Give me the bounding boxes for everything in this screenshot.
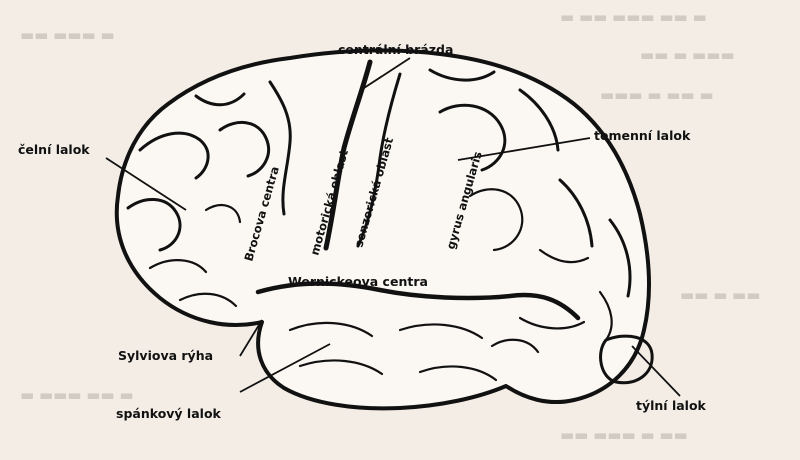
leader-lines [105,57,681,397]
parietal-gyri [356,68,632,342]
frontal-gyri [126,80,292,308]
central-sulcus [323,59,373,251]
label-occipital-lobe: týlní lalok [636,398,707,413]
label-temporal-lobe: spánkový lalok [116,406,222,421]
svg-text:▬▬ ▬▬▬ ▬: ▬▬ ▬▬▬ ▬ [20,26,115,44]
sylvian-fissure [255,281,581,321]
cerebrum-outline [114,48,651,411]
label-frontal-lobe: čelní lalok [18,142,90,157]
svg-text:▬ ▬▬▬ ▬▬ ▬: ▬ ▬▬▬ ▬▬ ▬ [20,386,134,404]
label-parietal-lobe: temenní lalok [594,128,691,143]
svg-text:▬ ▬▬ ▬▬▬ ▬▬ ▬: ▬ ▬▬ ▬▬▬ ▬▬ ▬ [560,8,707,26]
label-central-sulcus: centrální brázda [338,42,453,57]
temporal-gyri [288,321,540,382]
label-sylvian-fissure: Sylviova rýha [118,348,213,363]
bleed-through-texture: ▬ ▬▬ ▬▬▬ ▬▬ ▬ ▬▬ ▬ ▬▬▬ ▬▬▬ ▬ ▬▬ ▬ ▬▬ ▬▬▬… [20,8,760,444]
svg-text:▬▬▬ ▬ ▬▬ ▬: ▬▬▬ ▬ ▬▬ ▬ [600,86,714,104]
svg-text:▬▬ ▬ ▬▬: ▬▬ ▬ ▬▬ [680,286,760,304]
svg-text:▬▬ ▬▬▬ ▬ ▬▬: ▬▬ ▬▬▬ ▬ ▬▬ [560,426,688,444]
svg-text:▬▬ ▬ ▬▬▬: ▬▬ ▬ ▬▬▬ [640,46,735,64]
cerebellum-outline [599,334,654,385]
label-wernicke: Wernickeova centra [288,274,428,289]
